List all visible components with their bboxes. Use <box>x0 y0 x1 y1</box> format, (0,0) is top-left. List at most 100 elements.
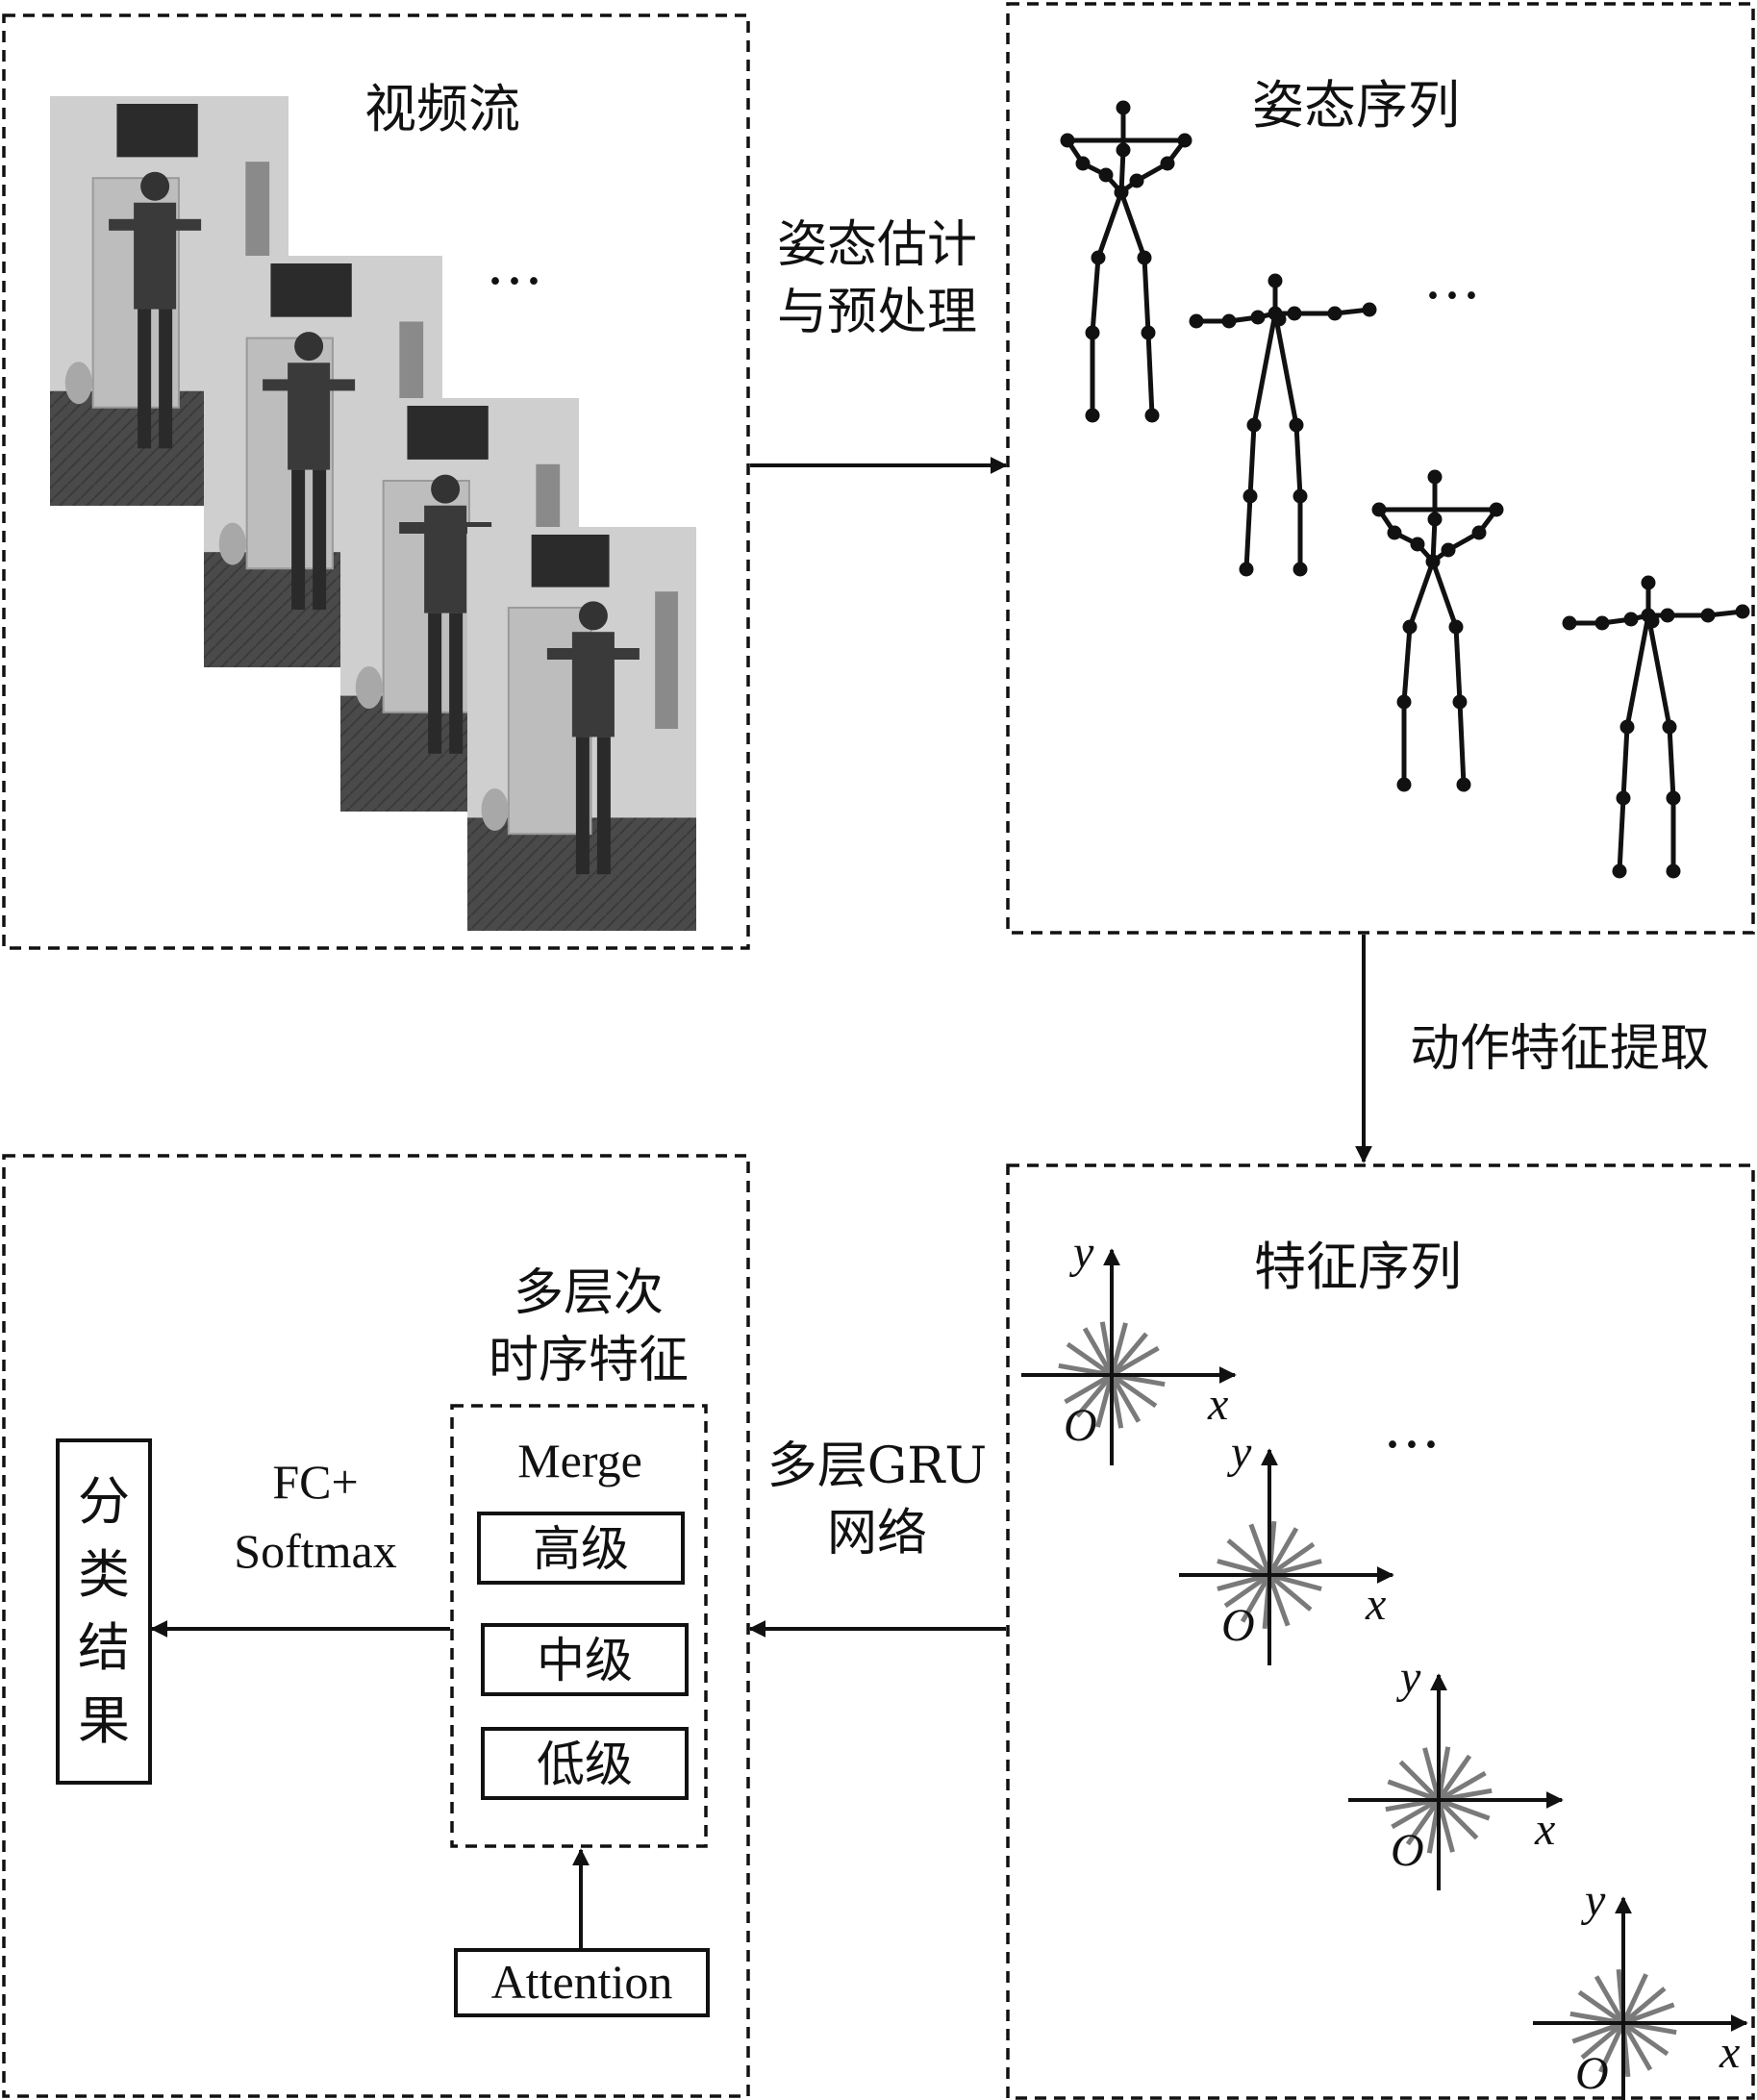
skeleton-joint <box>1293 562 1308 577</box>
fc-label-line1: FC+ <box>272 1455 358 1509</box>
skeleton-joint <box>1441 542 1456 558</box>
feature-plot: xyO <box>1179 1427 1394 1665</box>
frame-door <box>655 591 678 729</box>
skeleton-joint <box>1160 156 1175 171</box>
skeleton-joint <box>1452 694 1468 710</box>
skeleton-joint <box>1387 525 1402 540</box>
skeleton-joint <box>1287 306 1302 321</box>
skeleton-joint <box>1427 469 1443 485</box>
skeleton-joint <box>1289 417 1304 433</box>
origin-label: O <box>1575 2048 1609 2099</box>
skeleton-bone <box>1095 189 1124 261</box>
skeleton-joint <box>1137 250 1152 265</box>
feature-plot: x yO <box>1021 1227 1237 1465</box>
skeleton-joint <box>1075 156 1091 171</box>
frame-person-torso <box>288 362 331 470</box>
skeleton-joint <box>1189 313 1204 329</box>
frame-person-head <box>578 601 608 631</box>
skeleton-joint <box>1362 302 1377 317</box>
mid-level-box <box>481 1623 689 1696</box>
x-axis-label: x <box>1207 1379 1228 1430</box>
merge-box <box>450 1404 708 1848</box>
frame-water-bottle <box>481 788 509 831</box>
skeleton-joint <box>1700 608 1716 623</box>
frame-person-head <box>431 474 461 504</box>
feature-ellipsis: … <box>1383 1394 1441 1462</box>
skeleton-bone <box>1430 559 1459 630</box>
frame-person-torso <box>134 202 177 310</box>
frame-water-bottle <box>355 666 383 709</box>
video-panel-title: 视频流 <box>364 79 520 139</box>
skeleton-joint <box>1271 312 1287 327</box>
frame-person-head <box>294 332 324 362</box>
skeleton-joint <box>1456 777 1471 792</box>
skeleton-joint <box>1396 777 1412 792</box>
skeleton-bone <box>1090 255 1101 336</box>
frame-cabinet-top <box>116 104 198 158</box>
skeleton-joint <box>1471 525 1487 540</box>
pose-panel-title: 姿态序列 <box>1252 75 1460 136</box>
skeleton-joint <box>1250 310 1266 325</box>
frame-cabinet-top <box>531 535 610 588</box>
x-axis-label: x <box>1534 1804 1555 1855</box>
skeleton-bone <box>1142 255 1151 336</box>
skeleton-bone <box>1457 699 1467 788</box>
result-char-2: 类 <box>78 1544 130 1605</box>
pose-arrow-label-line1: 姿态估计 <box>777 216 977 274</box>
video-frame <box>467 527 696 931</box>
frame-person-leg <box>575 737 590 875</box>
skeleton-joint <box>1246 417 1262 433</box>
skeleton-bone <box>1617 795 1626 874</box>
frame-person-leg <box>291 469 306 611</box>
skeleton-joint <box>1396 694 1412 710</box>
skeleton-joint <box>1114 185 1129 200</box>
y-axis-label: y <box>1068 1227 1094 1278</box>
video-frame <box>50 96 289 506</box>
skeleton-joint <box>1562 615 1577 631</box>
frame-person-torso <box>424 505 467 613</box>
skeleton-joint <box>1116 100 1131 115</box>
skeleton-joint <box>1660 608 1675 623</box>
skeleton-joint <box>1402 619 1418 635</box>
skeleton-joint <box>1268 273 1283 288</box>
skeleton-joint <box>1448 619 1464 635</box>
skeleton-joint <box>1060 133 1075 148</box>
y-axis-label: y <box>1395 1652 1421 1703</box>
x-axis-label: x <box>1719 2027 1740 2078</box>
video-frames <box>50 96 696 931</box>
skeleton-joint <box>1666 790 1681 806</box>
skeleton-joint <box>1141 325 1156 340</box>
video-panel <box>2 13 750 950</box>
gru-arrow-label-line2: 网络 <box>827 1505 927 1562</box>
skeleton-joint <box>1085 325 1100 340</box>
skeleton-joint <box>1098 167 1114 183</box>
skeleton-joint <box>1641 575 1656 590</box>
feature-plot: xyO <box>1348 1652 1564 1890</box>
skeleton-joint <box>1129 173 1144 188</box>
merge-label: Merge <box>517 1434 642 1488</box>
skeleton <box>1189 273 1377 577</box>
gru-arrow-label-line1: 多层GRU <box>767 1438 988 1495</box>
frame-person-leg <box>138 309 152 449</box>
skeleton-joint <box>1091 250 1106 265</box>
skeleton <box>1371 469 1504 792</box>
skeleton-joint <box>1427 512 1443 527</box>
feature-panel <box>1006 1163 1755 2100</box>
skeleton-sequence <box>1060 100 1750 879</box>
skeleton-bone <box>1401 624 1413 705</box>
feature-arrow-label: 动作特征提取 <box>1410 1020 1710 1078</box>
skeleton-bone <box>1145 330 1155 418</box>
skeleton-joint <box>1735 604 1750 619</box>
skeleton-bone <box>1645 612 1672 730</box>
origin-label: O <box>1064 1400 1097 1451</box>
high-level-box <box>477 1512 685 1585</box>
skeleton-joint <box>1239 562 1254 577</box>
skeleton-joint <box>1144 408 1160 423</box>
skeleton-joint <box>1371 502 1387 517</box>
multi-level-title-line1: 多层次 <box>514 1264 664 1322</box>
skeleton-joint <box>1616 790 1631 806</box>
feature-panel-title: 特征序列 <box>1254 1237 1462 1297</box>
result-char-1: 分 <box>78 1471 130 1532</box>
